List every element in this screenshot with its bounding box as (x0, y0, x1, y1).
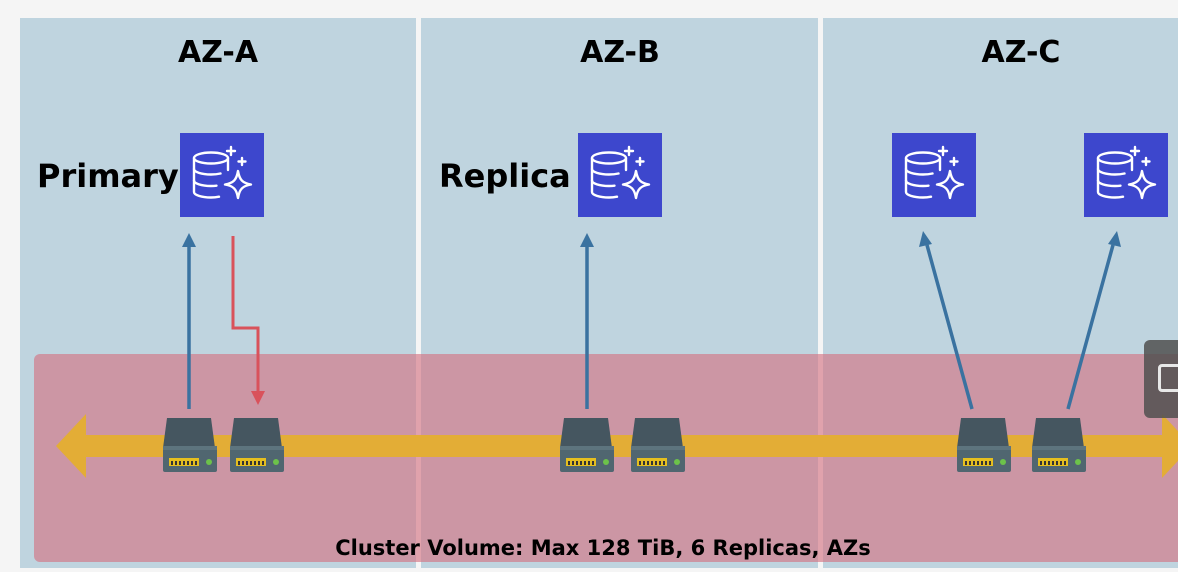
database-sparkle-icon (576, 131, 664, 219)
primary-label: Primary (37, 157, 179, 195)
storage-drive-icon (631, 418, 685, 472)
storage-drive-icon (230, 418, 284, 472)
database-sparkle-icon (890, 131, 978, 219)
az-b-title: AZ-B (580, 35, 660, 70)
storage-drive-icon (163, 418, 217, 472)
az-a-title: AZ-A (178, 35, 259, 70)
storage-drive-icon (957, 418, 1011, 472)
expand-icon (1158, 364, 1178, 392)
read-arrow-az-c-1 (925, 244, 974, 410)
write-arrow (231, 236, 265, 405)
database-sparkle-icon (1082, 131, 1170, 219)
az-c-title: AZ-C (982, 35, 1061, 70)
read-arrows (182, 231, 1121, 410)
expand-button[interactable] (1144, 340, 1178, 418)
storage-drive-icon (560, 418, 614, 472)
replica-label: Replica (439, 157, 571, 195)
cluster-volume-arrow (56, 414, 1178, 478)
read-arrow-az-c-2 (1066, 244, 1115, 410)
database-sparkle-icon (178, 131, 266, 219)
storage-drive-icon (1032, 418, 1086, 472)
cluster-volume-label: Cluster Volume: Max 128 TiB, 6 Replicas,… (335, 536, 871, 560)
